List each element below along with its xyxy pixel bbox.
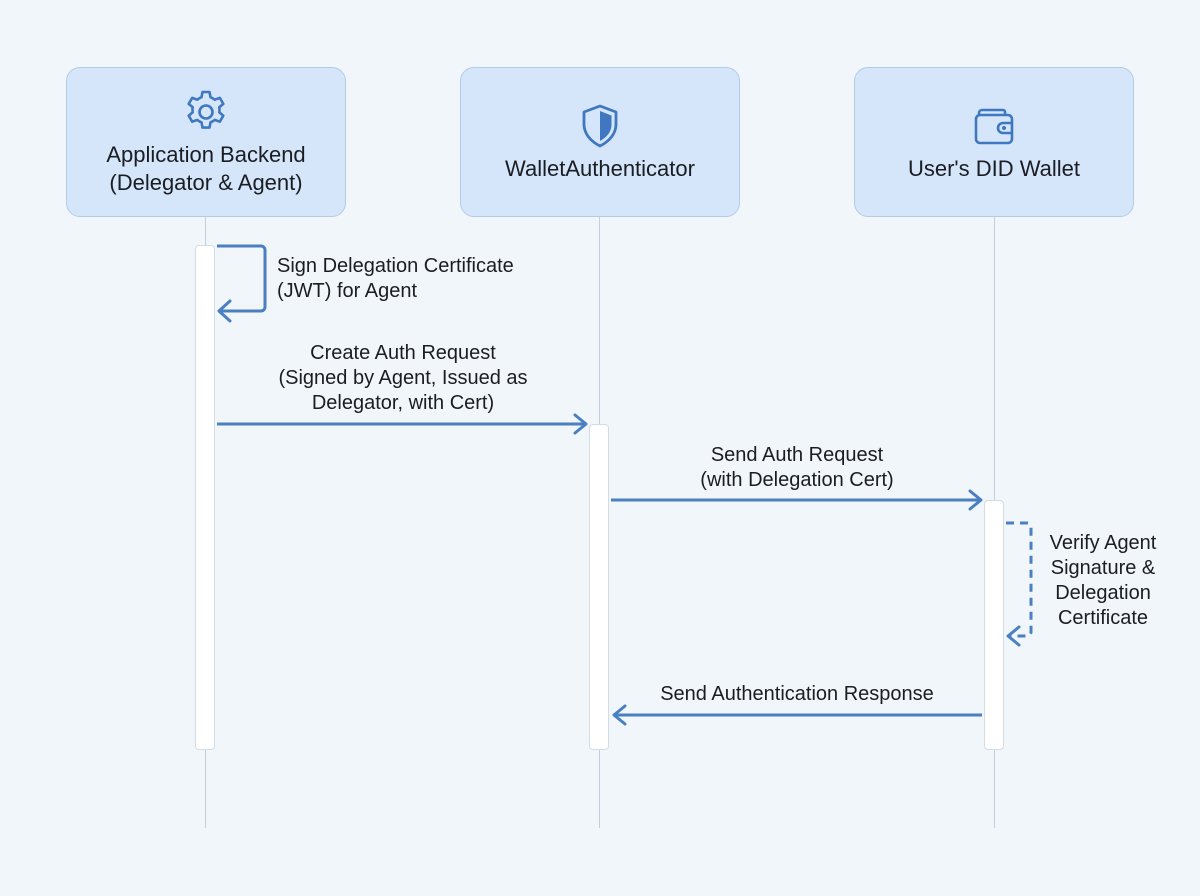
participant-application-backend: Application Backend (Delegator & Agent) (66, 67, 346, 217)
activation-bar-did-wallet (984, 500, 1004, 750)
arrowhead-verify-signature (1006, 625, 1021, 647)
participant-label: WalletAuthenticator (505, 156, 695, 181)
self-arrow-verify-signature (1006, 521, 1033, 638)
activation-bar-wallet-authenticator (589, 424, 609, 750)
arrowhead-send-authentication-response (612, 704, 627, 726)
message-label-sign-certificate: Sign Delegation Certificate (JWT) for Ag… (277, 255, 514, 302)
message-label-verify-signature: Verify Agent Signature & Delegation Cert… (1049, 532, 1157, 629)
participant-label: Application Backend (Delegator & Agent) (106, 142, 306, 195)
arrowhead-sign-certificate (217, 299, 232, 323)
message-label-create-auth-request: Create Auth Request (Signed by Agent, Is… (278, 342, 528, 414)
activation-bar-application-backend (195, 245, 215, 750)
message-label-authentication-response: Send Authentication Response (660, 683, 934, 705)
shield-icon (575, 101, 625, 151)
arrowhead-send-auth-request (968, 489, 983, 511)
participant-wallet-authenticator: WalletAuthenticator (460, 67, 740, 217)
self-arrow-sign-certificate (217, 244, 267, 313)
gear-icon (181, 87, 231, 137)
arrowhead-create-auth-request (573, 413, 588, 435)
participant-label: User's DID Wallet (907, 156, 1081, 181)
participant-did-wallet: User's DID Wallet (854, 67, 1134, 217)
wallet-icon (969, 101, 1019, 151)
message-label-send-auth-request: Send Auth Request (with Delegation Cert) (700, 444, 894, 491)
